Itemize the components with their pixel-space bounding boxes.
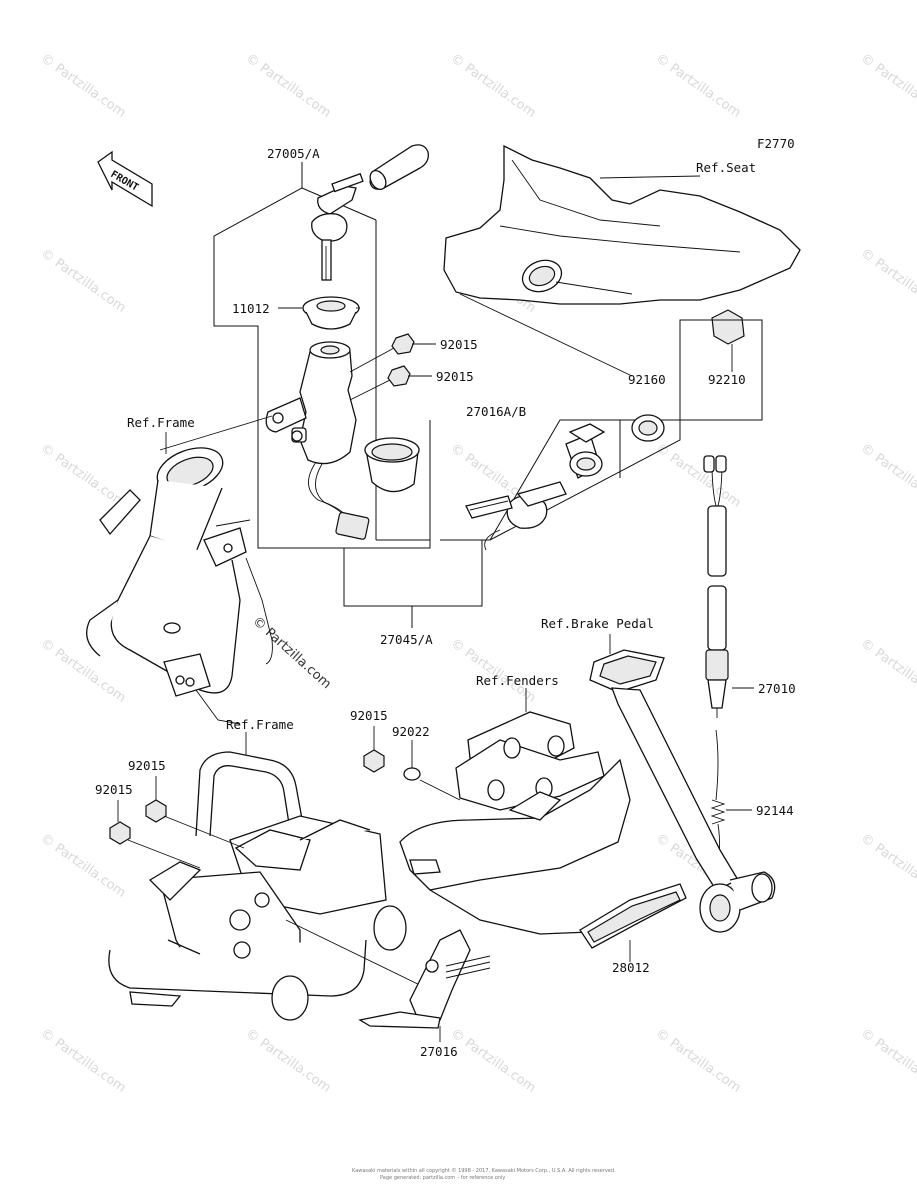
lower-frame <box>108 732 491 1042</box>
part-label-92015-lower-left: 92015 <box>128 758 166 773</box>
copyright-footer-line2: Page generated: partzilla.com – for refe… <box>380 1175 505 1181</box>
nut-icon <box>391 333 415 355</box>
nut-icon <box>711 309 745 345</box>
watermark: © Partzilla.com <box>38 51 129 121</box>
watermark: © Partzilla.com <box>653 51 744 121</box>
part-label-92015-far-left: 92015 <box>95 782 133 797</box>
part-label-92022: 92022 <box>392 724 430 739</box>
ref-label-fenders: Ref.Fenders <box>476 673 559 688</box>
part-label-28012: 28012 <box>612 960 650 975</box>
watermark: © Partzilla.com <box>653 441 744 511</box>
part-label-27016ab: 27016A/B <box>466 404 526 419</box>
ref-label-seat: Ref.Seat <box>696 160 756 175</box>
watermark: © Partzilla.com <box>243 1026 334 1096</box>
watermark: © Partzilla.com <box>448 51 539 121</box>
watermark: © Partzilla.com <box>38 1026 129 1096</box>
fenders-footrest <box>363 688 687 962</box>
ref-label-frame-top: Ref.Frame <box>127 415 195 430</box>
watermark: © Partzilla.com <box>858 831 917 901</box>
watermark: © Partzilla.com <box>858 1026 917 1096</box>
ignition-switch-assembly <box>159 144 436 549</box>
watermark-dark: © Partzilla.com <box>249 614 334 692</box>
watermark: © Partzilla.com <box>448 636 539 706</box>
watermark: © Partzilla.com <box>243 51 334 121</box>
watermark: © Partzilla.com <box>858 441 917 511</box>
watermark: © Partzilla.com <box>38 441 129 511</box>
seat-lock-assembly <box>440 144 801 551</box>
brake-pedal <box>589 634 776 933</box>
part-label-92160: 92160 <box>628 372 666 387</box>
part-label-11012: 11012 <box>232 301 270 316</box>
front-arrow-icon: FRONT <box>97 150 153 208</box>
part-label-27045a: 27045/A <box>380 632 433 647</box>
part-label-27010: 27010 <box>758 681 796 696</box>
nut-icon <box>145 799 167 823</box>
nut-icon <box>363 749 385 773</box>
watermark: © Partzilla.com <box>38 246 129 316</box>
figure-code: F2770 <box>757 136 795 151</box>
watermark: © Partzilla.com <box>858 246 917 316</box>
part-label-92144: 92144 <box>756 803 794 818</box>
part-label-92015-lower: 92015 <box>436 369 474 384</box>
watermark: © Partzilla.com <box>38 636 129 706</box>
ref-label-frame-bottom: Ref.Frame <box>226 717 294 732</box>
part-label-92015-upper: 92015 <box>440 337 478 352</box>
ref-label-brake-pedal: Ref.Brake Pedal <box>541 616 654 631</box>
part-label-27016: 27016 <box>420 1044 458 1059</box>
part-label-92210: 92210 <box>708 372 746 387</box>
nut-icon <box>109 821 131 845</box>
watermark: © Partzilla.com <box>858 636 917 706</box>
watermark: © Partzilla.com <box>858 51 917 121</box>
watermark: © Partzilla.com <box>448 1026 539 1096</box>
part-label-27005a: 27005/A <box>267 146 320 161</box>
part-label-92015-mid: 92015 <box>350 708 388 723</box>
nut-icon <box>387 365 411 387</box>
frame-steering-head <box>86 432 273 725</box>
copyright-footer: Kawasaki materials within all copyright … <box>352 1167 616 1174</box>
rear-brake-switch <box>703 455 754 881</box>
watermark: © Partzilla.com <box>653 1026 744 1096</box>
